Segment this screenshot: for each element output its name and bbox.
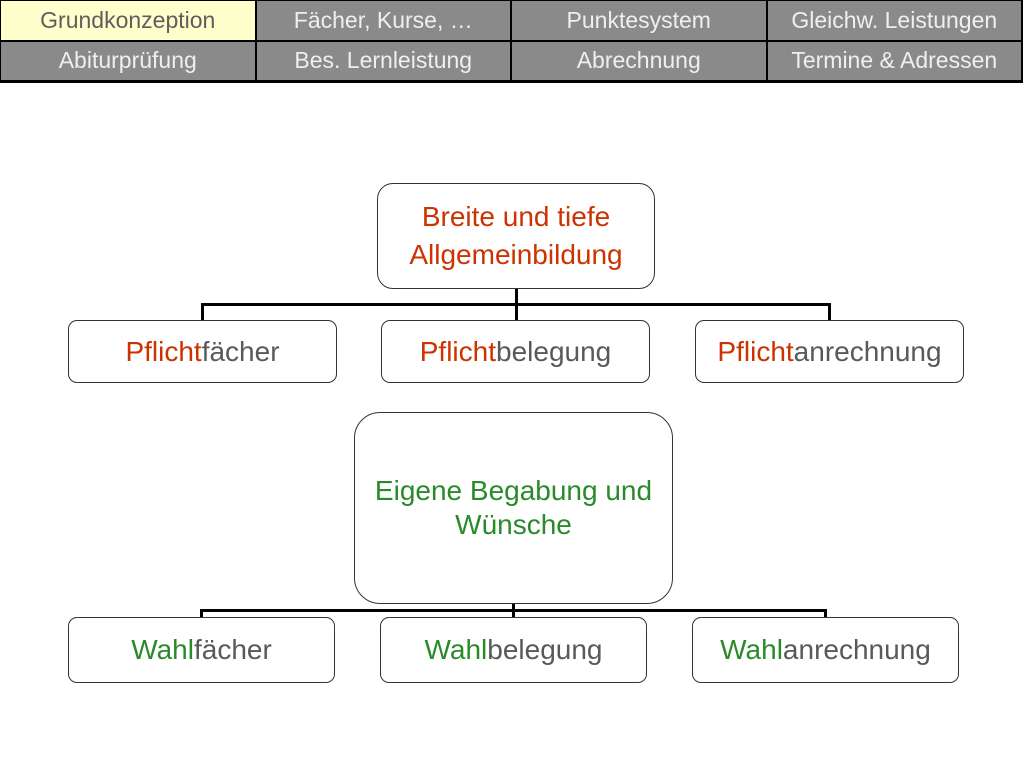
nav-tab-gleichw-leistungen[interactable]: Gleichw. Leistungen bbox=[767, 1, 1021, 40]
child-prefix: Wahl bbox=[720, 634, 783, 665]
child-suffix: belegung bbox=[487, 634, 603, 665]
nav-tab-bes-lernleistung[interactable]: Bes. Lernleistung bbox=[256, 41, 510, 80]
wahl-connector-stem bbox=[512, 604, 515, 612]
child-suffix: anrechnung bbox=[782, 634, 931, 665]
nav-tab-abiturpruefung[interactable]: Abiturprüfung bbox=[1, 41, 255, 80]
child-prefix: Wahl bbox=[424, 634, 488, 665]
nav-tab-punktesystem[interactable]: Punktesystem bbox=[512, 1, 766, 40]
wahl-connector-drop-right bbox=[824, 609, 827, 617]
pflicht-root-box: Breite und tiefe Allgemeinbildung bbox=[377, 183, 655, 289]
child-suffix: belegung bbox=[496, 335, 612, 367]
nav-tab-abrechnung[interactable]: Abrechnung bbox=[512, 41, 766, 80]
child-prefix: Pflicht bbox=[125, 335, 202, 367]
wahl-root-label: Eigene Begabung und Wünsche bbox=[374, 474, 653, 540]
child-suffix: fächer bbox=[193, 634, 272, 665]
nav-tab-faecher-kurse[interactable]: Fächer, Kurse, … bbox=[256, 1, 510, 40]
child-suffix: fächer bbox=[201, 335, 280, 367]
pflicht-root-label: Breite und tiefe Allgemeinbildung bbox=[409, 200, 623, 270]
child-prefix: Pflicht bbox=[419, 335, 496, 367]
section-navigation: Grundkonzeption Fächer, Kurse, … Punktes… bbox=[0, 0, 1023, 83]
wahl-connector-drop-center bbox=[512, 609, 515, 617]
wahl-connector-drop-left bbox=[200, 609, 203, 617]
child-prefix: Wahl bbox=[131, 634, 194, 665]
pflicht-connector-drop-right bbox=[828, 303, 831, 320]
nav-tab-termine-adressen[interactable]: Termine & Adressen bbox=[767, 41, 1021, 80]
child-prefix: Pflicht bbox=[717, 335, 794, 367]
nav-tab-grundkonzeption[interactable]: Grundkonzeption bbox=[1, 1, 255, 40]
pflicht-connector-drop-center bbox=[515, 303, 518, 320]
child-suffix: anrechnung bbox=[793, 335, 942, 367]
pflicht-connector-stem bbox=[515, 289, 518, 306]
wahl-root-box: Eigene Begabung und Wünsche bbox=[354, 412, 673, 604]
pflicht-connector-drop-left bbox=[201, 303, 204, 320]
